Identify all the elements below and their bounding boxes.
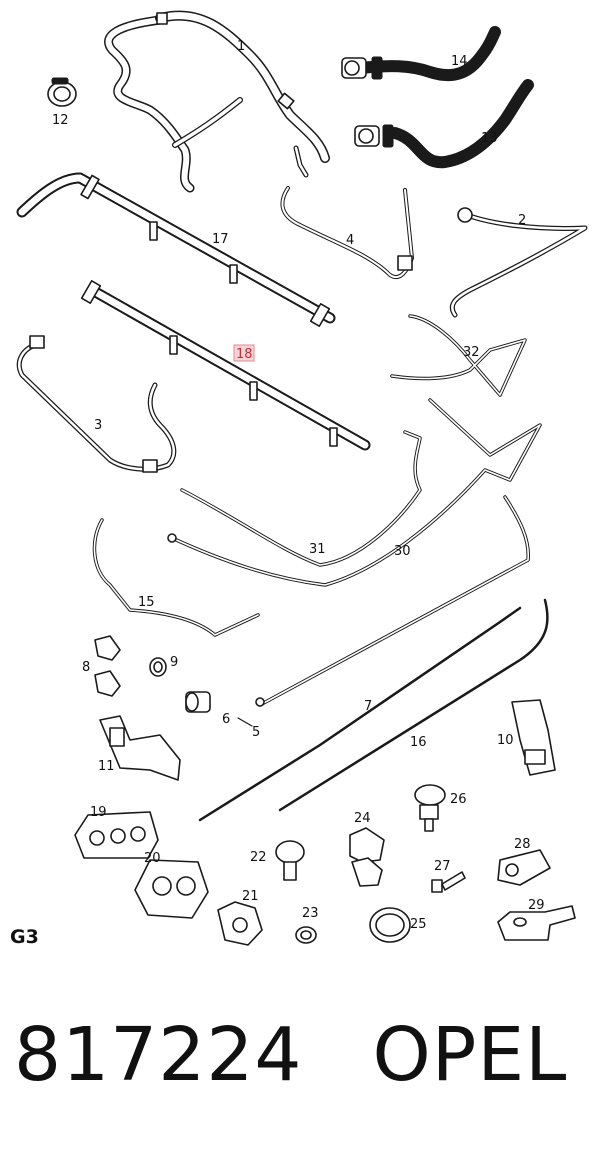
part-29-plate (497, 905, 576, 941)
part-2-hose (449, 207, 588, 318)
callout-labels: 1 2 3 4 5 6 7 8 9 10 11 12 13 14 15 16 1… (52, 39, 545, 932)
callout-10[interactable]: 10 (497, 733, 514, 748)
part-8-clip (94, 635, 121, 697)
callout-1[interactable]: 1 (237, 39, 245, 54)
part-15-line (92, 518, 260, 637)
callout-26[interactable]: 26 (450, 792, 467, 807)
callout-7[interactable]: 7 (364, 699, 372, 714)
part-17-rail (16, 172, 336, 327)
callout-30[interactable]: 30 (394, 544, 411, 559)
part-16-line (278, 598, 549, 812)
callout-20[interactable]: 20 (144, 851, 161, 866)
callout-6[interactable]: 6 (222, 712, 230, 727)
sheet-id: G3 (10, 926, 39, 948)
callout-12[interactable]: 12 (52, 113, 69, 128)
callout-14[interactable]: 14 (451, 54, 468, 69)
part-9-grommet (149, 657, 167, 677)
part-3-pipe (16, 335, 177, 473)
part-1-hose (104, 10, 330, 193)
callout-32[interactable]: 32 (463, 345, 480, 360)
part-30-line (167, 398, 542, 587)
part-23-clamp (295, 926, 317, 944)
callout-18[interactable]: 18 (236, 347, 253, 362)
callout-11[interactable]: 11 (98, 759, 115, 774)
callout-17[interactable]: 17 (212, 232, 229, 247)
part-26-clip (414, 784, 446, 832)
part-14-hose (341, 26, 501, 82)
part-32-line (390, 314, 527, 397)
callout-23[interactable]: 23 (302, 906, 319, 921)
callout-25[interactable]: 25 (410, 917, 427, 932)
part-7-line (198, 606, 522, 822)
part-number-brand: 817224 OPEL (14, 1012, 567, 1098)
callout-19[interactable]: 19 (90, 805, 107, 820)
callout-27[interactable]: 27 (434, 859, 451, 874)
callout-13[interactable]: 13 (481, 131, 498, 146)
callout-2[interactable]: 2 (518, 213, 526, 228)
callout-22[interactable]: 22 (250, 850, 267, 865)
part-21-clip (217, 901, 263, 946)
part-6-sleeve (185, 691, 253, 727)
part-19-clip (74, 811, 159, 859)
part-25-clamp (369, 907, 411, 943)
callout-3[interactable]: 3 (94, 418, 102, 433)
callout-29[interactable]: 29 (528, 898, 545, 913)
part-30-extension (255, 495, 530, 707)
callout-8[interactable]: 8 (82, 660, 90, 675)
brand-name: OPEL (372, 1012, 568, 1098)
callout-15[interactable]: 15 (138, 595, 155, 610)
part-10-bracket (511, 699, 556, 776)
callout-21[interactable]: 21 (242, 889, 259, 904)
part-18-rail (80, 280, 371, 451)
callout-24[interactable]: 24 (354, 811, 371, 826)
callout-4[interactable]: 4 (346, 233, 354, 248)
part-24-clip (349, 827, 385, 887)
part-27-bolt (431, 871, 466, 893)
callout-28[interactable]: 28 (514, 837, 531, 852)
part-20-clip (134, 859, 209, 919)
callout-16[interactable]: 16 (410, 735, 427, 750)
part-28-bracket (497, 849, 551, 886)
callout-31[interactable]: 31 (309, 542, 326, 557)
part-13-hose (354, 79, 534, 169)
callout-18-highlight (233, 344, 255, 362)
callout-5[interactable]: 5 (252, 725, 260, 740)
part-31-line (180, 430, 422, 567)
part-4-line (280, 186, 414, 279)
part-number: 817224 (14, 1012, 303, 1098)
part-22-clip (275, 840, 305, 881)
part-11-bracket (99, 715, 181, 781)
parts-diagram: 1 2 3 4 5 6 7 8 9 10 11 12 13 14 15 16 1… (16, 10, 588, 946)
part-12-clamp (47, 77, 77, 107)
callout-9[interactable]: 9 (170, 655, 178, 670)
